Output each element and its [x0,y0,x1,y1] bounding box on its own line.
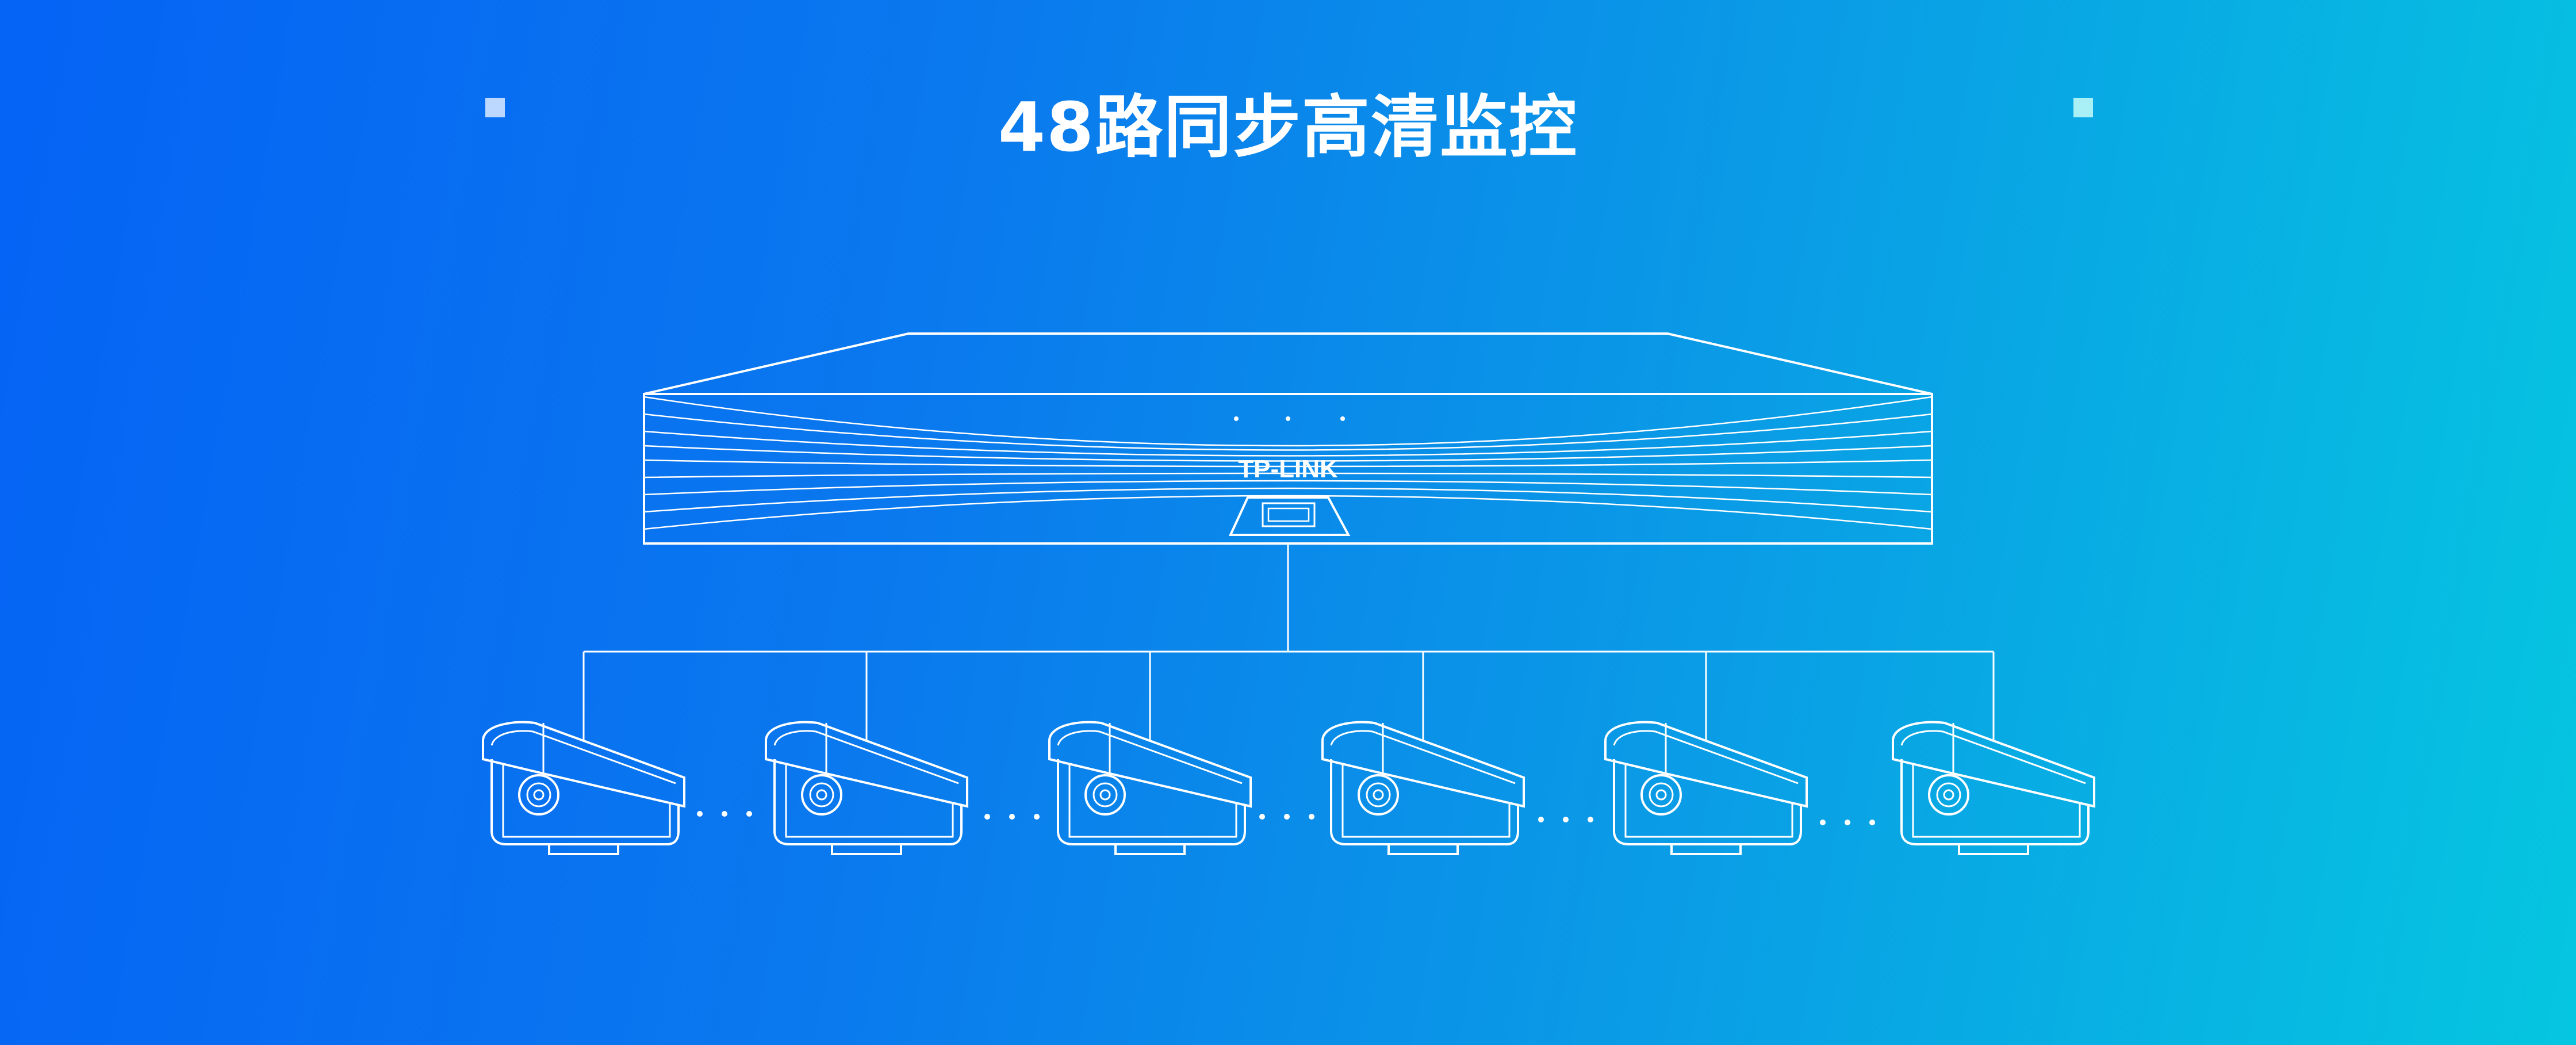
nvr-panel-lines [643,396,1933,530]
indicator-light [1234,416,1239,421]
bullet-camera-icon [482,721,685,855]
brand-logo: TP-LINK [1238,455,1338,483]
page-title: 48路同步高清监控 [998,87,1578,167]
bullet-camera-icon [1321,721,1525,855]
bullet-camera-icon [1048,721,1252,855]
indicator-light [1340,416,1345,421]
bullet-camera-icon [765,721,968,855]
nvr-recorder-icon: TP-LINK [643,332,1933,545]
bullet-camera-icon [1892,721,2095,855]
bullet-camera-icon [1604,721,1808,855]
indicator-light [1286,416,1290,421]
decorative-square-right [2073,98,2093,117]
decorative-square-left [485,98,505,117]
ellipsis-dots [697,811,1875,825]
connection-lines [582,543,1995,742]
usb-port-icon [1228,496,1351,536]
